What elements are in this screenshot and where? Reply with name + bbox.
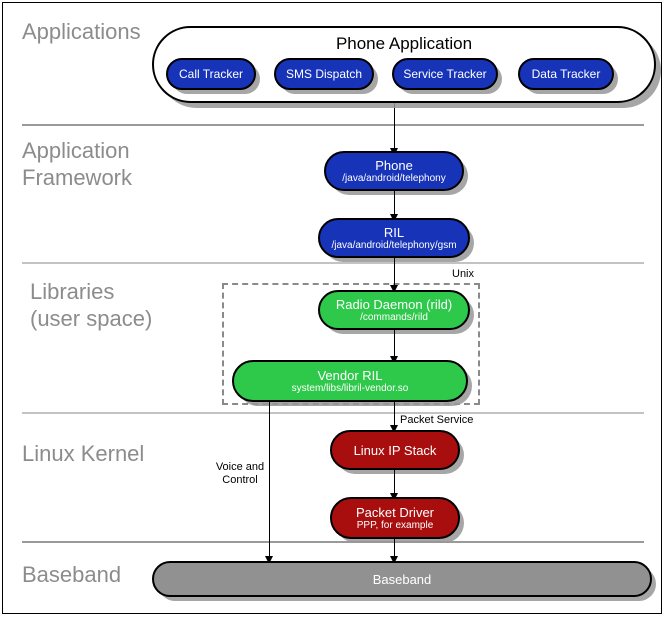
connector-vendor-ril-to-ip-stack [394,402,395,430]
app-pill-sms-dispatch[interactable]: SMS Dispatch [274,58,374,90]
node-vendor-ril[interactable]: Vendor RIL system/libs/libril-vendor.so [232,360,468,402]
arrowhead-voice-control-to-baseband [265,556,273,564]
band-label-application-framework: Application Framework [22,138,133,190]
node-subtitle: /commands/rild [360,311,428,323]
node-linux-ip-stack[interactable]: Linux IP Stack [330,430,460,470]
band-label-baseband: Baseband [22,562,122,587]
node-title: Packet Driver [355,504,435,520]
node-title: Vendor RIL [317,367,383,383]
app-pill-data-tracker[interactable]: Data Tracker [518,58,614,90]
node-phone[interactable]: Phone /java/android/telephony [324,151,464,191]
app-pill-call-tracker[interactable]: Call Tracker [166,58,256,90]
divider-applications [22,124,644,126]
arrowhead-vendor-ril-to-ip-stack [390,425,398,433]
node-title: Phone [375,157,413,173]
phone-application-title: Phone Application [335,34,473,53]
node-title: Baseband [372,571,432,587]
edge-label-packet-service: Packet Service [400,414,474,426]
band-label-applications: Applications [22,19,141,44]
app-pill-label: Call Tracker [178,67,243,81]
node-subtitle: system/libs/libril-vendor.so [291,382,409,394]
connector-vendor-ril-to-baseband [269,402,270,562]
app-pill-label: Service Tracker [403,67,487,81]
divider-libraries [22,412,644,414]
arrowhead-packet-driver-to-baseband [390,556,398,564]
app-pill-service-tracker[interactable]: Service Tracker [392,58,498,90]
node-subtitle: PPP, for example [356,519,434,531]
node-radio-daemon[interactable]: Radio Daemon (rild) /commands/rild [318,290,470,330]
divider-framework [22,262,644,264]
connector-phone-to-ril [394,191,395,218]
node-subtitle: /java/android/telephony [342,172,446,184]
node-title: RIL [383,224,405,240]
app-pill-label: SMS Dispatch [285,67,363,81]
connector-app-to-phone [394,103,395,151]
node-subtitle: /java/android/telephony/gsm [331,239,457,251]
band-label-linux-kernel: Linux Kernel [22,441,145,466]
app-pill-label: Data Tracker [531,67,601,81]
band-label-libraries: Libraries (user space) [30,279,153,331]
node-packet-driver[interactable]: Packet Driver PPP, for example [330,497,460,539]
connector-ril-to-rild [394,258,395,289]
connector-rild-to-vendor-ril [394,330,395,362]
node-title: Linux IP Stack [353,442,437,458]
divider-kernel [22,541,644,543]
unix-container-label: Unix [452,268,475,280]
node-ril[interactable]: RIL /java/android/telephony/gsm [318,218,470,258]
edge-label-voice-and-control: Voice and Control [215,461,265,486]
arrowhead-ril-to-rild [390,285,398,293]
node-baseband[interactable]: Baseband [152,561,652,597]
node-title: Radio Daemon (rild) [335,296,453,312]
connector-ip-stack-to-packet-driver [394,470,395,498]
unix-container [222,283,480,405]
connector-packet-driver-to-baseband [394,539,395,562]
